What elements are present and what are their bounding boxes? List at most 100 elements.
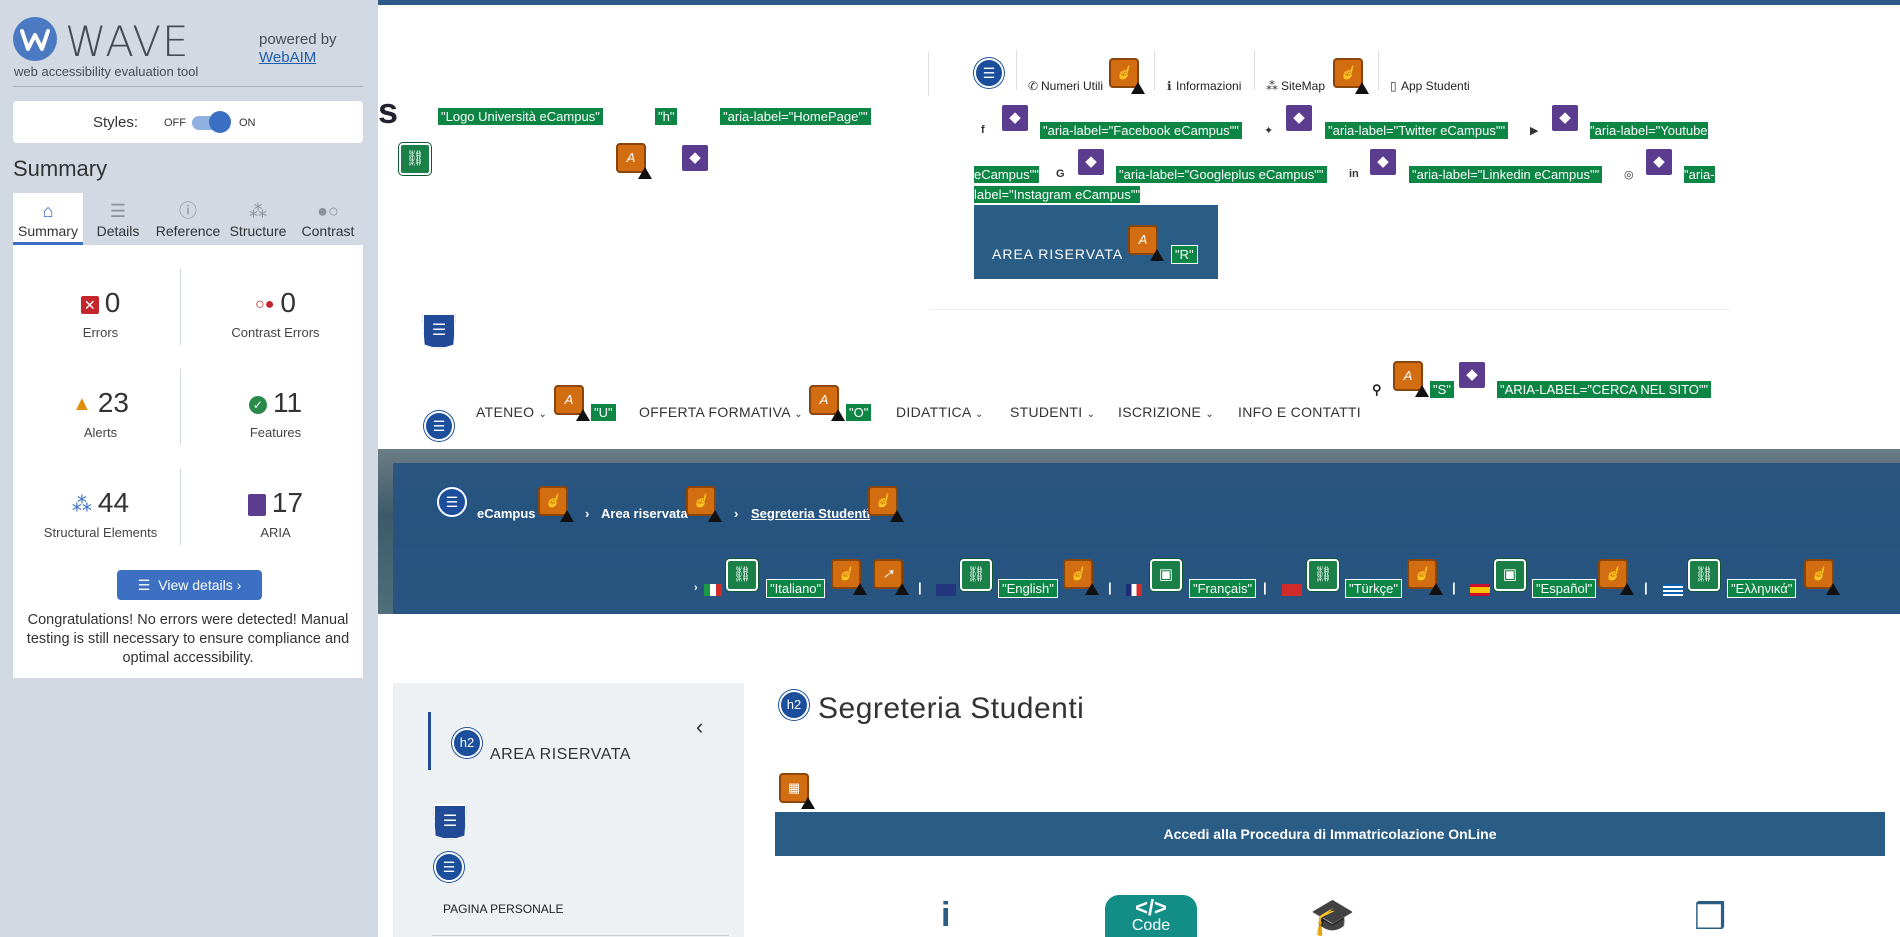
- link-icon[interactable]: ⛓: [1307, 559, 1339, 591]
- twitter-icon[interactable]: ✦: [1264, 125, 1274, 137]
- aria-tag-icon[interactable]: ◆: [1550, 103, 1580, 133]
- stat-structural[interactable]: ⁂44 Structural Elements: [13, 487, 188, 540]
- styles-on-label: ON: [239, 117, 256, 129]
- aria-tag-icon[interactable]: ◆: [1284, 103, 1314, 133]
- list-structure-icon[interactable]: ☰: [434, 852, 464, 882]
- contrast-errors-count: 0: [280, 287, 296, 318]
- breadcrumb-area-riservata[interactable]: Area riservata: [601, 506, 688, 521]
- tab-details[interactable]: ☰ Details: [83, 193, 153, 245]
- utility-link-sitemap[interactable]: SiteMap: [1281, 79, 1326, 93]
- link-icon[interactable]: ⛓: [1688, 559, 1720, 591]
- list-structure-icon[interactable]: ☰: [974, 58, 1004, 88]
- tab-summary[interactable]: ⌂ Summary: [13, 193, 83, 245]
- info-icon[interactable]: i: [941, 896, 951, 934]
- area-riservata-label: AREA RISERVATA: [992, 246, 1124, 262]
- stat-errors[interactable]: ✕0 Errors: [13, 287, 188, 340]
- image-icon[interactable]: ▣: [1494, 559, 1526, 591]
- chevron-left-icon[interactable]: ‹: [696, 714, 704, 739]
- stat-features[interactable]: ✓11 Features: [188, 387, 363, 440]
- area-riservata-button[interactable]: AREA RISERVATA A "R": [974, 205, 1218, 279]
- tab-reference[interactable]: ⓘ Reference: [153, 193, 223, 245]
- summary-panel: ✕0 Errors ○●0 Contrast Errors ▲23 Alerts…: [13, 245, 363, 678]
- alert-link-icon[interactable]: ☝: [686, 486, 722, 522]
- alert-link-icon[interactable]: ☝: [1109, 58, 1145, 94]
- alert-icon: ▲: [72, 393, 92, 416]
- nav-iscrizione[interactable]: ISCRIZIONE ⌄: [1118, 404, 1214, 420]
- styles-off-label: OFF: [164, 117, 186, 129]
- code-icon: </>: [1135, 895, 1167, 920]
- css-structure-icon[interactable]: ☰: [422, 313, 456, 349]
- code-tile[interactable]: </> Code: [1105, 895, 1197, 937]
- googleplus-icon[interactable]: G: [1056, 168, 1065, 180]
- facebook-icon[interactable]: f: [981, 124, 985, 136]
- alert-link-icon[interactable]: ☝: [1407, 559, 1443, 595]
- search-aria-label: "ARIA-LABEL="CERCA NEL SITO"": [1496, 380, 1713, 399]
- lang-separator: |: [1452, 580, 1456, 595]
- alert-alt-icon[interactable]: A: [809, 385, 845, 421]
- list-structure-icon[interactable]: ☰: [437, 487, 467, 517]
- linkedin-icon[interactable]: in: [1349, 168, 1359, 180]
- aria-tag-icon[interactable]: ◆: [1457, 360, 1487, 390]
- youtube-aria-label-start: "aria-label="Youtube: [1590, 122, 1708, 139]
- h2-heading-icon[interactable]: h2: [452, 728, 482, 758]
- utility-link-app-studenti[interactable]: App Studenti: [1401, 79, 1470, 93]
- alert-layout-table-icon[interactable]: ▦: [779, 773, 815, 809]
- aria-tag-icon[interactable]: ◆: [1368, 147, 1398, 177]
- youtube-icon[interactable]: ▶: [1530, 125, 1539, 137]
- breadcrumb-ecampus[interactable]: eCampus: [477, 506, 536, 521]
- alert-alt-icon[interactable]: A: [554, 385, 590, 421]
- link-icon[interactable]: ⛓: [726, 559, 758, 591]
- aria-tag-icon[interactable]: ◆: [1644, 147, 1674, 177]
- link-icon[interactable]: ⛓: [960, 559, 992, 591]
- alert-link-icon[interactable]: ☝: [831, 559, 867, 595]
- side-menu-pagina-personale[interactable]: PAGINA PERSONALE: [443, 902, 564, 916]
- alert-link-icon[interactable]: ☝: [1063, 559, 1099, 595]
- nav-offerta-formativa[interactable]: OFFERTA FORMATIVA ⌄: [639, 404, 803, 420]
- alert-alt-icon[interactable]: A: [1393, 361, 1429, 397]
- webaim-link[interactable]: WebAIM: [259, 49, 317, 66]
- styles-toggle-knob[interactable]: [209, 111, 231, 133]
- nav-ateneo[interactable]: ATENEO ⌄: [476, 404, 547, 420]
- stat-alerts[interactable]: ▲23 Alerts: [13, 387, 188, 440]
- alert-link-icon[interactable]: ☝: [1598, 559, 1634, 595]
- list-structure-icon[interactable]: ☰: [424, 411, 454, 441]
- link-icon[interactable]: ⛓: [399, 143, 431, 175]
- immatricolazione-link-bar[interactable]: Accedi alla Procedura di Immatricolazion…: [775, 812, 1885, 856]
- h2-heading-icon[interactable]: h2: [779, 690, 809, 720]
- lang-separator: |: [1263, 580, 1267, 595]
- image-icon[interactable]: ▣: [1150, 559, 1182, 591]
- alerts-count: 23: [97, 387, 129, 418]
- nav-didattica[interactable]: DIDATTICA ⌄: [896, 404, 984, 420]
- stat-contrast-errors[interactable]: ○●0 Contrast Errors: [188, 287, 363, 340]
- instagram-icon[interactable]: ◎: [1624, 169, 1634, 181]
- breadcrumb-segreteria[interactable]: Segreteria Studenti: [751, 506, 871, 521]
- alert-alt-icon[interactable]: A: [616, 143, 652, 179]
- view-details-button[interactable]: ☰View details ›: [117, 570, 262, 600]
- tab-structure[interactable]: ⁂ Structure: [223, 193, 293, 245]
- wave-logo-icon: [13, 17, 57, 61]
- utility-link-numeri[interactable]: Numeri Utili: [1041, 79, 1104, 93]
- graduation-cap-icon[interactable]: 🎓: [1310, 896, 1355, 937]
- alert-link-icon[interactable]: ☝: [868, 486, 904, 522]
- lang-francais-label: "Français": [1189, 579, 1257, 598]
- cubes-icon[interactable]: ❒: [1694, 896, 1727, 937]
- breadcrumb-separator: ›: [734, 506, 739, 521]
- aria-tag-icon[interactable]: ◆: [680, 143, 710, 173]
- alert-link-icon[interactable]: ☝: [1333, 58, 1369, 94]
- utility-link-informazioni[interactable]: Informazioni: [1176, 79, 1242, 93]
- alert-link-icon[interactable]: ☝: [538, 486, 574, 522]
- wave-subtitle: web accessibility evaluation tool: [14, 64, 199, 79]
- alert-alt-icon[interactable]: A: [1128, 225, 1164, 261]
- styles-toggle-box: Styles: OFF ON: [13, 101, 363, 143]
- alert-link-icon[interactable]: ☝: [1804, 559, 1840, 595]
- aria-tag-icon[interactable]: ◆: [1000, 103, 1030, 133]
- aria-tag-icon[interactable]: ◆: [1076, 147, 1106, 177]
- search-icon[interactable]: ⚲: [1372, 382, 1382, 397]
- googleplus-aria-label: "aria-label="Googleplus eCampus"": [1115, 165, 1328, 184]
- stat-aria[interactable]: 17 ARIA: [188, 487, 363, 540]
- nav-info-contatti[interactable]: INFO E CONTATTI: [1238, 404, 1361, 420]
- css-structure-icon[interactable]: ☰: [433, 804, 467, 840]
- nav-studenti[interactable]: STUDENTI ⌄: [1010, 404, 1095, 420]
- tab-contrast[interactable]: ●○ Contrast: [293, 193, 363, 245]
- alert-redirect-icon[interactable]: ↗: [873, 559, 909, 595]
